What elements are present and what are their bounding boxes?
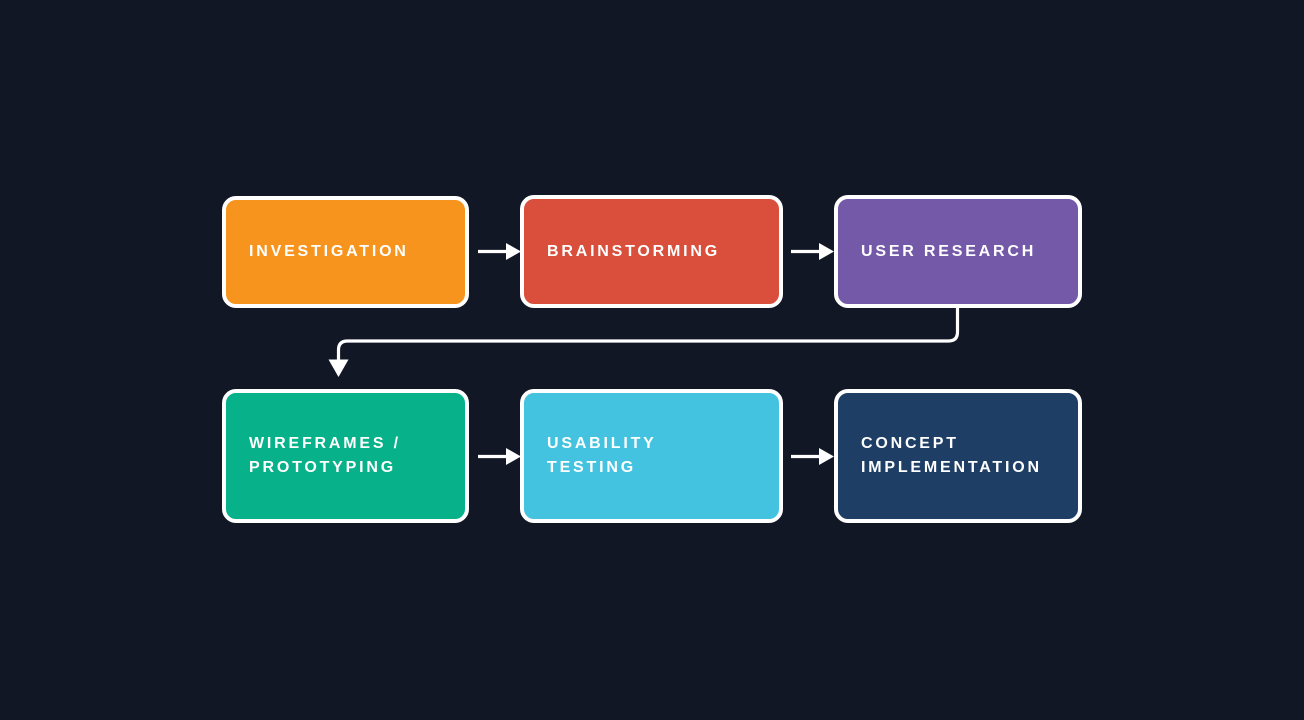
arrow-investigation-to-brainstorming <box>478 243 521 260</box>
node-user-research: USER RESEARCH <box>834 195 1082 308</box>
arrowhead-right-icon <box>506 448 521 465</box>
node-label: BRAINSTORMING <box>547 242 720 260</box>
arrowhead-down-icon <box>328 359 349 377</box>
arrowhead-right-icon <box>819 243 834 260</box>
node-brainstorming: BRAINSTORMING <box>520 195 783 308</box>
node-label: USER RESEARCH <box>861 242 1037 260</box>
node-concept-implementation: CONCEPT IMPLEMENTATION <box>834 389 1082 523</box>
node-investigation: INVESTIGATION <box>222 196 469 308</box>
arrow-wireframes-to-usability-testing <box>478 448 521 465</box>
arrow-brainstorming-to-user-research <box>791 243 834 260</box>
arrow-user-research-to-wireframes <box>328 308 960 377</box>
node-label: PROTOTYPING <box>249 459 396 476</box>
node-label: IMPLEMENTATION <box>861 459 1042 476</box>
node-label: INVESTIGATION <box>249 243 409 260</box>
arrowhead-right-icon <box>506 243 521 260</box>
arrowhead-right-icon <box>819 448 834 465</box>
node-label: WIREFRAMES / <box>249 435 401 452</box>
node-usability-testing: USABILITY TESTING <box>520 389 783 523</box>
node-wireframes-prototyping: WIREFRAMES / PROTOTYPING <box>222 389 469 523</box>
node-label: USABILITY <box>547 435 657 452</box>
node-label: TESTING <box>547 459 636 476</box>
arrow-usability-testing-to-concept <box>791 448 834 465</box>
node-label: CONCEPT <box>861 435 959 452</box>
